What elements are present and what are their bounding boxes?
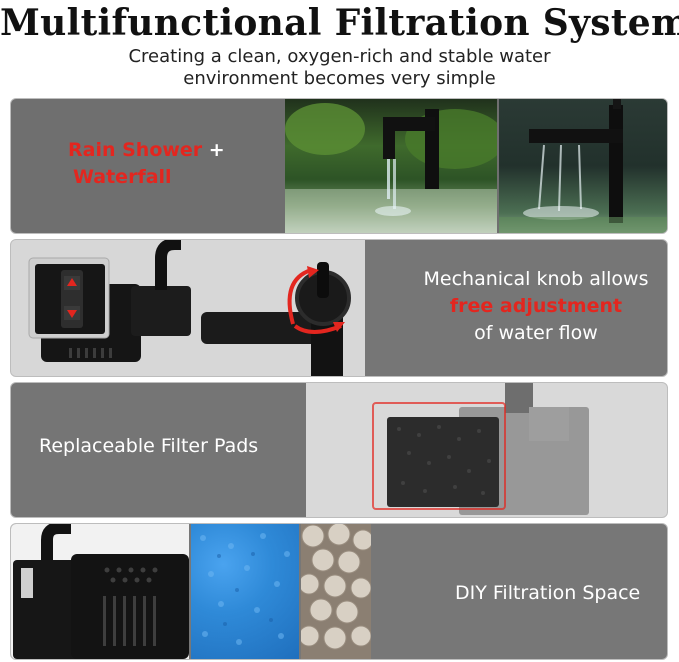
ceramic-balls bbox=[301, 524, 371, 650]
subtitle-line-1: Creating a clean, oxygen-rich and stable… bbox=[128, 46, 551, 67]
panel-diy-filtration: DIY Filtration Space bbox=[10, 523, 668, 660]
blue-sponge-photo bbox=[191, 524, 299, 659]
diy-label: DIY Filtration Space bbox=[455, 582, 641, 604]
sponge-texture bbox=[200, 533, 290, 645]
pump-photo bbox=[11, 524, 189, 659]
plus-text: + bbox=[202, 139, 225, 161]
subtitle-line-2: environment becomes very simple bbox=[183, 68, 496, 89]
aquarium-photo-waterfall bbox=[285, 99, 497, 233]
ceramic-rings-photo bbox=[301, 524, 371, 659]
filter-pad-illustration bbox=[372, 383, 589, 515]
knob-line-2: free adjustment bbox=[449, 295, 623, 317]
page-title: Multifunctional Filtration System bbox=[0, 2, 679, 44]
pump-body bbox=[13, 524, 189, 659]
rain-shower-scene bbox=[499, 99, 667, 233]
knob-text: Mechanical knob allows free adjustment o… bbox=[411, 266, 661, 347]
knob-illustration bbox=[28, 240, 351, 376]
filter-pads-label: Replaceable Filter Pads bbox=[39, 435, 259, 457]
waterfall-scene bbox=[285, 103, 497, 233]
waterfall-text: Waterfall bbox=[73, 166, 172, 188]
panel-rain-shower: Rain Shower + Waterfall bbox=[10, 98, 668, 234]
knob-line-1: Mechanical knob allows bbox=[423, 268, 649, 290]
panel-filter-pads: Replaceable Filter Pads bbox=[10, 382, 668, 518]
panel-mechanical-knob: Mechanical knob allows free adjustment o… bbox=[10, 239, 668, 377]
aquarium-photo-rain-shower bbox=[499, 99, 667, 233]
rain-shower-text: Rain Shower bbox=[68, 139, 203, 161]
shower-label: Rain Shower + Waterfall bbox=[68, 137, 225, 191]
knob-line-3: of water flow bbox=[474, 322, 598, 344]
page-subtitle: Creating a clean, oxygen-rich and stable… bbox=[0, 46, 679, 90]
